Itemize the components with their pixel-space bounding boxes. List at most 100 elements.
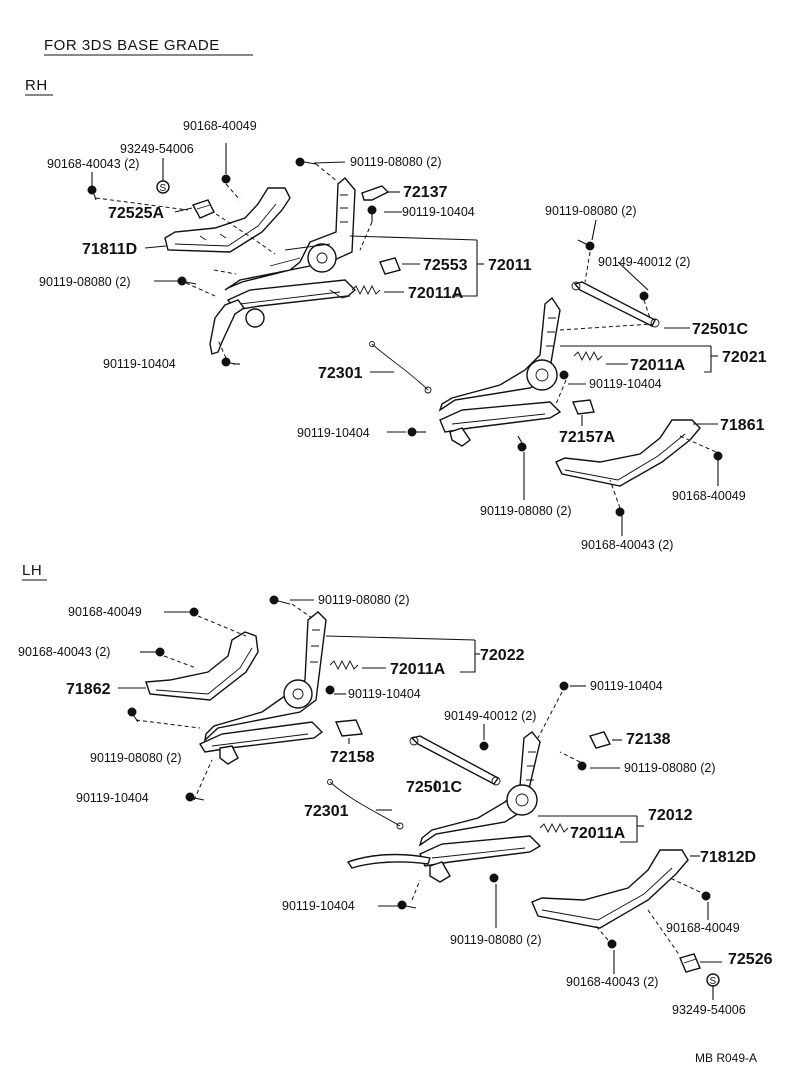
lh-spring-72011A-d [539, 822, 569, 834]
rh-spring-72011A-b [573, 350, 603, 362]
lh-bolt-b [269, 595, 291, 605]
lh-bolt-m [607, 939, 617, 949]
rh-s-symbol: S [160, 183, 167, 194]
lh-leaders [118, 599, 722, 1000]
callout-90168-40043: 90168-40043 (2) [47, 157, 139, 171]
callout-90119-08080: 90119-08080 (2) [545, 204, 637, 218]
rh-bolt-d [177, 276, 197, 286]
rh-cap-72525A [191, 199, 215, 219]
lh-seat-track-right [346, 731, 542, 883]
callout-72011: 72011 [488, 257, 532, 274]
callout-72553: 72553 [423, 257, 468, 274]
lh-bolt-d [127, 707, 139, 723]
rh-cable-72301 [369, 341, 432, 394]
callout-72501C: 72501C [406, 779, 462, 796]
callout-90119-10404: 90119-10404 [76, 791, 149, 805]
callout-90119-10404: 90119-10404 [402, 205, 475, 219]
section-lh-label: LH [22, 562, 42, 579]
callout-72526: 72526 [728, 951, 773, 968]
callout-90168-40049: 90168-40049 [672, 489, 746, 503]
lh-bolt-f [559, 681, 569, 691]
rh-bolt-b [87, 185, 97, 201]
lh-bolt-i [185, 792, 205, 802]
callout-71812D: 71812D [700, 849, 756, 866]
callout-72011A: 72011A [408, 285, 464, 302]
rh-bolt-m [615, 507, 625, 517]
section-rh-label: RH [25, 77, 48, 94]
lh-callouts: 90168-40049 90119-08080 (2) 90168-40043 … [18, 593, 773, 1017]
lh-bracket-72138 [588, 731, 612, 749]
rh-bracket-72137 [361, 185, 390, 201]
callout-71862: 71862 [66, 681, 111, 698]
callout-72011A: 72011A [570, 825, 626, 842]
callout-90168-40043: 90168-40043 (2) [566, 975, 658, 989]
callout-90119-10404: 90119-10404 [103, 357, 176, 371]
callout-90119-08080: 90119-08080 (2) [90, 751, 182, 765]
callout-72021: 72021 [722, 349, 767, 366]
callout-72158: 72158 [330, 749, 375, 766]
rh-clip-72553 [379, 257, 401, 275]
callout-90119-10404: 90119-10404 [590, 679, 663, 693]
lh-bolt-a [189, 607, 199, 617]
callout-72138: 72138 [626, 731, 671, 748]
callout-90119-08080: 90119-08080 (2) [350, 155, 442, 169]
rh-bolt-i [559, 370, 569, 380]
rh-bolt-f [221, 357, 237, 367]
callout-90168-40049: 90168-40049 [68, 605, 142, 619]
callout-90168-40043: 90168-40043 (2) [581, 538, 673, 552]
rh-seat-cover-71811D [164, 187, 291, 253]
callout-93249-54006: 93249-54006 [672, 1003, 746, 1017]
rh-link-rod-72501C [571, 281, 660, 328]
rh-seat-track-right [438, 296, 562, 447]
rh-bolt-a [295, 157, 317, 167]
lh-link-rod-72501C [409, 735, 501, 786]
callout-90168-40043: 90168-40043 (2) [18, 645, 110, 659]
callout-90119-08080: 90119-08080 (2) [39, 275, 131, 289]
callout-90149-40012: 90149-40012 (2) [598, 255, 690, 269]
callout-90168-40049: 90168-40049 [666, 921, 740, 935]
callout-90119-08080: 90119-08080 (2) [624, 761, 716, 775]
rh-seat-track-frame [209, 177, 357, 355]
lh-bolt-j [397, 900, 417, 910]
lh-seat-cover-71812D [531, 849, 689, 929]
callout-90119-10404: 90119-10404 [297, 426, 370, 440]
rh-bolt-g [577, 239, 595, 251]
lh-bolt-k [489, 873, 499, 883]
rh-spring-72011A-a [351, 284, 381, 296]
callout-90168-40049: 90168-40049 [183, 119, 257, 133]
rh-bolt-k [517, 435, 527, 452]
callout-72022: 72022 [480, 647, 525, 664]
callout-90119-08080: 90119-08080 (2) [318, 593, 410, 607]
callout-71861: 71861 [720, 417, 765, 434]
rh-callouts: 90168-40049 93249-54006 90168-40043 (2) … [39, 119, 767, 552]
rh-cover-72157A [571, 399, 595, 415]
callout-72525A: 72525A [108, 205, 164, 222]
lh-spring-72011A-c [329, 659, 359, 671]
callout-90119-10404: 90119-10404 [282, 899, 355, 913]
rh-bolt-c [221, 174, 231, 184]
callout-93249-54006: 93249-54006 [120, 142, 194, 156]
callout-90119-10404: 90119-10404 [589, 377, 662, 391]
lh-seat-track-frame [198, 611, 327, 765]
footer-ref: MB R049-A [695, 1051, 757, 1065]
lh-cap-72526 [679, 953, 701, 973]
lh-bolt-e [325, 685, 335, 695]
rh-seat-cover-71861 [555, 419, 701, 487]
callout-72011A: 72011A [630, 357, 686, 374]
rh-bolt-l [713, 451, 723, 461]
callout-72012: 72012 [648, 807, 693, 824]
rh-bolt-e [367, 205, 377, 222]
rh-leaders [91, 143, 719, 536]
callout-90119-10404: 90119-10404 [348, 687, 421, 701]
callout-72137: 72137 [403, 184, 448, 201]
callout-90119-08080: 90119-08080 (2) [450, 933, 542, 947]
callout-72157A: 72157A [559, 429, 615, 446]
callout-72301: 72301 [304, 803, 349, 820]
callout-90119-08080: 90119-08080 (2) [480, 504, 572, 518]
lh-cover-72158 [334, 719, 364, 737]
lh-s-symbol: S [710, 976, 717, 987]
lh-bolt-g [479, 741, 489, 751]
lh-seat-cover-71862 [145, 631, 259, 701]
page-title: FOR 3DS BASE GRADE [44, 37, 220, 54]
lh-cable-72301 [327, 779, 404, 830]
